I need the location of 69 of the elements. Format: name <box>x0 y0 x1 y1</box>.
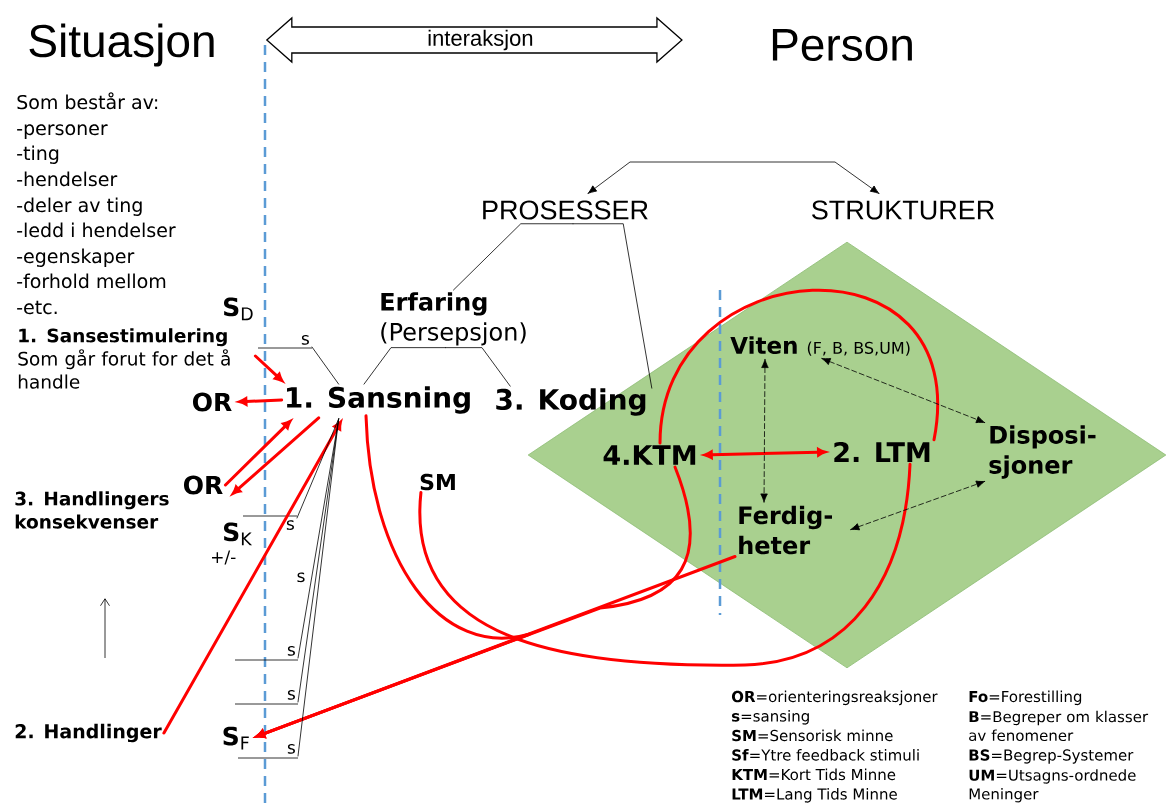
abbreviation-definition: B=Begreper om klasser av fenomener <box>969 710 1149 742</box>
connector-line <box>311 346 340 385</box>
concept-label: Disposi- sjoner <box>989 425 1096 479</box>
concept-label: Viten (F, B, BS,UM) <box>730 336 910 356</box>
heading: PROSESSER <box>483 200 648 220</box>
abbreviation-label: SM <box>420 473 455 491</box>
abbreviation-definition: Fo=Forestilling <box>969 690 1082 706</box>
abbreviation-label: OR <box>193 392 232 412</box>
concept-label: Erfaring (Persepsjon) <box>381 292 526 346</box>
connector-line <box>418 462 912 667</box>
sensing-label: s <box>287 646 295 656</box>
heading: STRUKTURER <box>812 200 994 220</box>
structure-diamond <box>527 241 1166 669</box>
stimulus-symbol: S$_{D}$ <box>224 297 253 321</box>
abbreviation-definition: Sf=Ytre feedback stimuli <box>732 749 919 761</box>
stage-label: 3. Handlingers konsekvenser <box>15 491 169 529</box>
abbreviation-definition: OR=orienteringsreaksjoner <box>731 690 938 706</box>
heading: Person <box>772 28 912 62</box>
connector-line <box>572 223 653 389</box>
abbreviation-label: OR <box>184 475 223 495</box>
sensing-label: s <box>297 572 305 583</box>
sensing-label: s <box>287 690 295 700</box>
arrow <box>587 161 880 194</box>
arrow <box>162 420 342 735</box>
dashed-arrow <box>850 480 985 531</box>
sensing-label: s <box>286 520 294 530</box>
arrow <box>703 447 827 460</box>
arrow <box>255 414 532 739</box>
list-item: -ting <box>17 145 59 164</box>
list-item: -personer <box>17 124 108 139</box>
dashed-arrow <box>821 358 985 424</box>
connector-line <box>658 288 939 445</box>
abbreviation-definition: KTM=Kort Tids Minne <box>732 768 896 781</box>
stage-label: 3. Koding <box>496 388 646 416</box>
stage-label: 4.KTM <box>603 445 696 465</box>
edge-label: interaksjon <box>426 28 535 52</box>
arrow <box>253 354 284 383</box>
stage-label: 1. Sansestimulering Som går forut for det å handle <box>18 328 230 389</box>
stage-label: 2. LTM <box>834 442 930 463</box>
abbreviation-definition: SM=Sensorisk minne <box>732 729 893 742</box>
abbreviation-definition: BS=Begrep-Systemer <box>969 749 1134 764</box>
stage-label: 1. Sansning <box>287 386 470 414</box>
sensing-label: s <box>287 744 295 754</box>
abbreviation-definition: UM=Utsagns-ordnede Meninger <box>969 769 1136 803</box>
list-item: -etc. <box>17 300 57 315</box>
stimulus-symbol: S$_{K}$ <box>224 522 253 546</box>
sign-label: +/- <box>212 550 236 565</box>
sensing-label: s <box>301 335 309 345</box>
stage-label: 2. Handlinger <box>15 723 162 743</box>
dashed-arrow <box>760 359 769 503</box>
arrow <box>237 397 284 406</box>
list-item: -hendelser <box>17 171 118 187</box>
connector-line <box>453 223 574 291</box>
list-item: -ledd i hendelser <box>17 222 176 238</box>
arrow <box>223 419 292 487</box>
abbreviation-definition: LTM=Lang Tids Minne <box>732 788 897 803</box>
concept-label: Ferdig- heter <box>739 505 832 555</box>
connector-line <box>296 418 340 519</box>
connector-line <box>297 418 340 757</box>
arrow <box>231 416 321 495</box>
stimulus-symbol: S$_{F}$ <box>223 726 249 750</box>
list-item: -deler av ting <box>17 197 142 216</box>
list-item: -egenskaper <box>17 248 135 267</box>
connector-line <box>445 347 511 387</box>
heading: Situasjon <box>29 23 214 67</box>
list-item: Som består av: <box>17 92 158 110</box>
connector-line <box>363 347 446 385</box>
list-item: -forhold mellom <box>17 273 166 289</box>
abbreviation-definition: s=sansing <box>732 710 809 725</box>
